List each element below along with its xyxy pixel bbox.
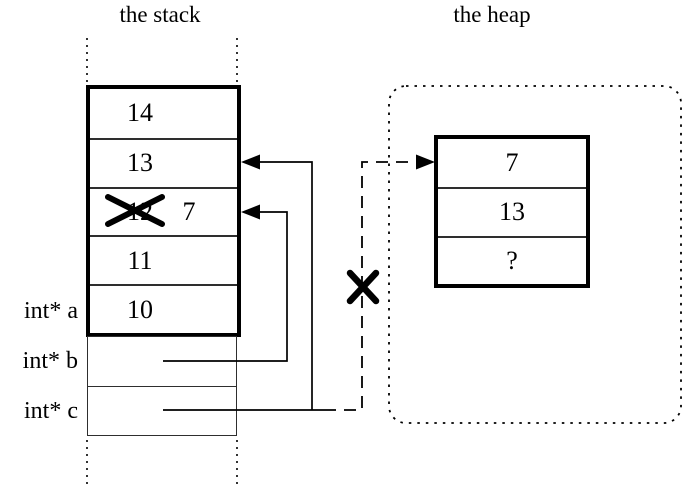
stack-title: the stack [119,2,201,27]
label-int-ptr-c: int* c [24,398,78,424]
heap-block-box: 7 13 ? [434,135,590,288]
old-heap-pointer-dashed [324,161,418,411]
invalid-pointer-x-mark [346,269,380,305]
heap-cell-value: 13 [499,197,525,227]
pointer-b-arrowhead [241,204,260,220]
heap-cell-unknown: ? [438,235,586,284]
stack-cell-new-value: 7 [182,196,196,226]
heap-cell-13: 13 [438,187,586,235]
stack-frame-box: 14 13 12 7 11 10 [86,85,241,337]
heap-cell-value: ? [506,245,518,275]
stack-cell-13: 13 [90,137,237,187]
label-int-ptr-b: int* b [22,348,78,374]
stack-cell-value: 10 [127,294,153,324]
heap-title: the heap [453,2,531,27]
stack-cell-value: 14 [127,98,153,128]
stack-cell-14: 14 [90,89,237,138]
stack-cell-value: 13 [127,148,153,178]
stack-cell-10: 10 [90,284,237,333]
stack-cell-value: 11 [127,245,153,275]
pointer-slot-b [88,337,236,386]
stack-cell-12-crossed: 12 7 [90,186,237,236]
stack-pointer-slots [87,336,237,436]
label-int-ptr-a: int* a [24,298,78,324]
pointer-slot-c [88,386,236,435]
stack-cell-11: 11 [90,235,237,284]
heap-cell-7: 7 [438,139,586,187]
old-heap-pointer-arrowhead [416,154,435,170]
heap-cell-value: 7 [505,148,519,178]
pointer-c-arrowhead [241,154,260,170]
